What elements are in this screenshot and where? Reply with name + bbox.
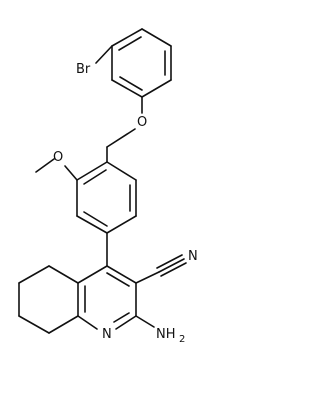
bond xyxy=(95,45,113,64)
bond-inner xyxy=(106,272,130,287)
bond xyxy=(106,215,137,234)
ether-oxygen-label: O xyxy=(137,115,147,130)
bond xyxy=(18,265,50,284)
bond-inner xyxy=(83,211,108,227)
bond xyxy=(115,315,137,330)
bond xyxy=(106,161,137,181)
bond xyxy=(160,262,187,277)
bond xyxy=(48,315,79,334)
bond-lines xyxy=(18,28,187,334)
bond-inner xyxy=(83,169,107,185)
amino-group-label: NH xyxy=(156,327,176,342)
bond xyxy=(76,215,108,234)
bond xyxy=(106,128,136,148)
bond-inner xyxy=(119,76,143,91)
bond xyxy=(18,315,50,334)
bond xyxy=(77,315,98,330)
bond xyxy=(35,158,55,173)
atom-labels: Br O O N N NH 2 xyxy=(53,62,198,345)
bond xyxy=(141,79,172,98)
bond xyxy=(135,315,155,328)
bond xyxy=(111,79,143,98)
bond xyxy=(111,28,143,47)
molecule-drawing: Br O O N N NH 2 xyxy=(18,28,198,345)
bond xyxy=(64,165,78,181)
bond xyxy=(141,28,172,47)
bond-inner xyxy=(113,312,130,323)
bond xyxy=(135,271,160,284)
nitrile-nitrogen-label: N xyxy=(188,249,198,264)
bond xyxy=(48,265,79,284)
bond xyxy=(77,265,108,284)
bromine-label: Br xyxy=(76,62,91,77)
bond xyxy=(76,161,108,181)
bond xyxy=(106,265,137,284)
structure-svg: Br O O N N NH 2 xyxy=(18,28,198,345)
bond xyxy=(158,258,185,273)
methoxy-oxygen-label: O xyxy=(53,150,63,165)
bond-inner xyxy=(118,36,142,51)
ring-nitrogen-label: N xyxy=(102,327,112,342)
amino-subscript-label: 2 xyxy=(179,334,185,345)
bond xyxy=(156,254,183,269)
